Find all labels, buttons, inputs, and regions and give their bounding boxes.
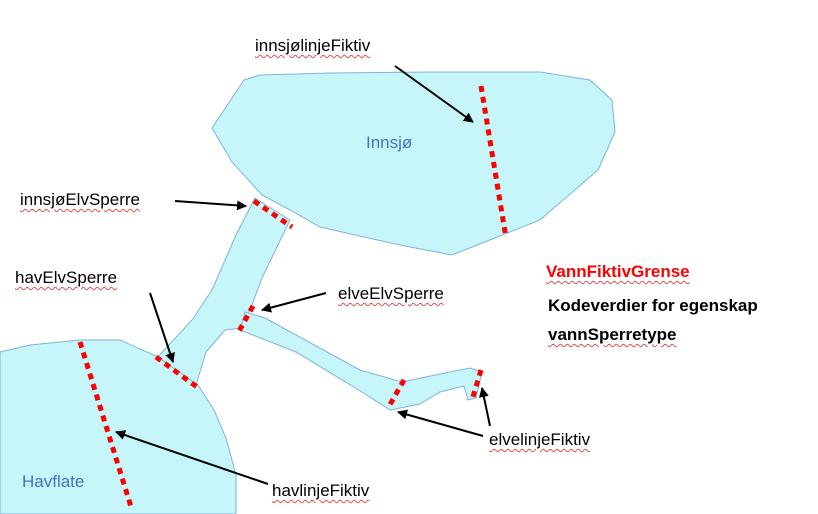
arrow-havlinjeFiktiv xyxy=(115,430,269,485)
sea-label: Havflate xyxy=(22,472,85,491)
label-havlinjeFiktiv: havlinjeFiktiv xyxy=(272,481,370,500)
label-havElvSperre: havElvSperre xyxy=(15,268,118,287)
sea-area xyxy=(0,339,237,514)
arrow-elvelinjeFiktiv-right xyxy=(478,387,491,427)
barrier-elvelinjeFiktiv-left xyxy=(385,378,407,410)
arrow-innsjolinjeFiktiv xyxy=(394,65,474,123)
barrier-elvelinjeFiktiv-right xyxy=(469,369,484,401)
barrier-innsjolinjeFiktiv xyxy=(478,85,509,239)
river-upper xyxy=(154,197,291,386)
label-elvelinjeFiktiv: elvelinjeFiktiv xyxy=(489,430,591,449)
barrier-havlinjeFiktiv xyxy=(77,341,135,511)
arrow-innsjoElvSperre xyxy=(174,200,247,211)
lake-area xyxy=(211,71,616,256)
barrier-innsjoElvSperre xyxy=(252,198,294,230)
legend-line-2: vannSperretype xyxy=(548,325,677,344)
legend-title: VannFiktivGrense xyxy=(546,262,690,281)
label-innsjoElvSperre: innsjøElvSperre xyxy=(20,190,140,209)
arrow-elvelinjeFiktiv-left xyxy=(397,409,484,437)
lake-label: Innsjø xyxy=(366,133,413,152)
barrier-havElvSperre xyxy=(154,354,199,390)
river-branch xyxy=(239,311,483,411)
arrow-elveElvSperre xyxy=(261,292,327,313)
legend-line-1: Kodeverdier for egenskap xyxy=(548,296,758,315)
label-innsjolinjeFiktiv: innsjølinjeFiktiv xyxy=(255,36,371,55)
barrier-lines xyxy=(77,85,509,511)
label-elveElvSperre: elveElvSperre xyxy=(338,284,444,303)
arrow-havElvSperre xyxy=(149,292,175,363)
barrier-elveElvSperre xyxy=(235,304,256,335)
